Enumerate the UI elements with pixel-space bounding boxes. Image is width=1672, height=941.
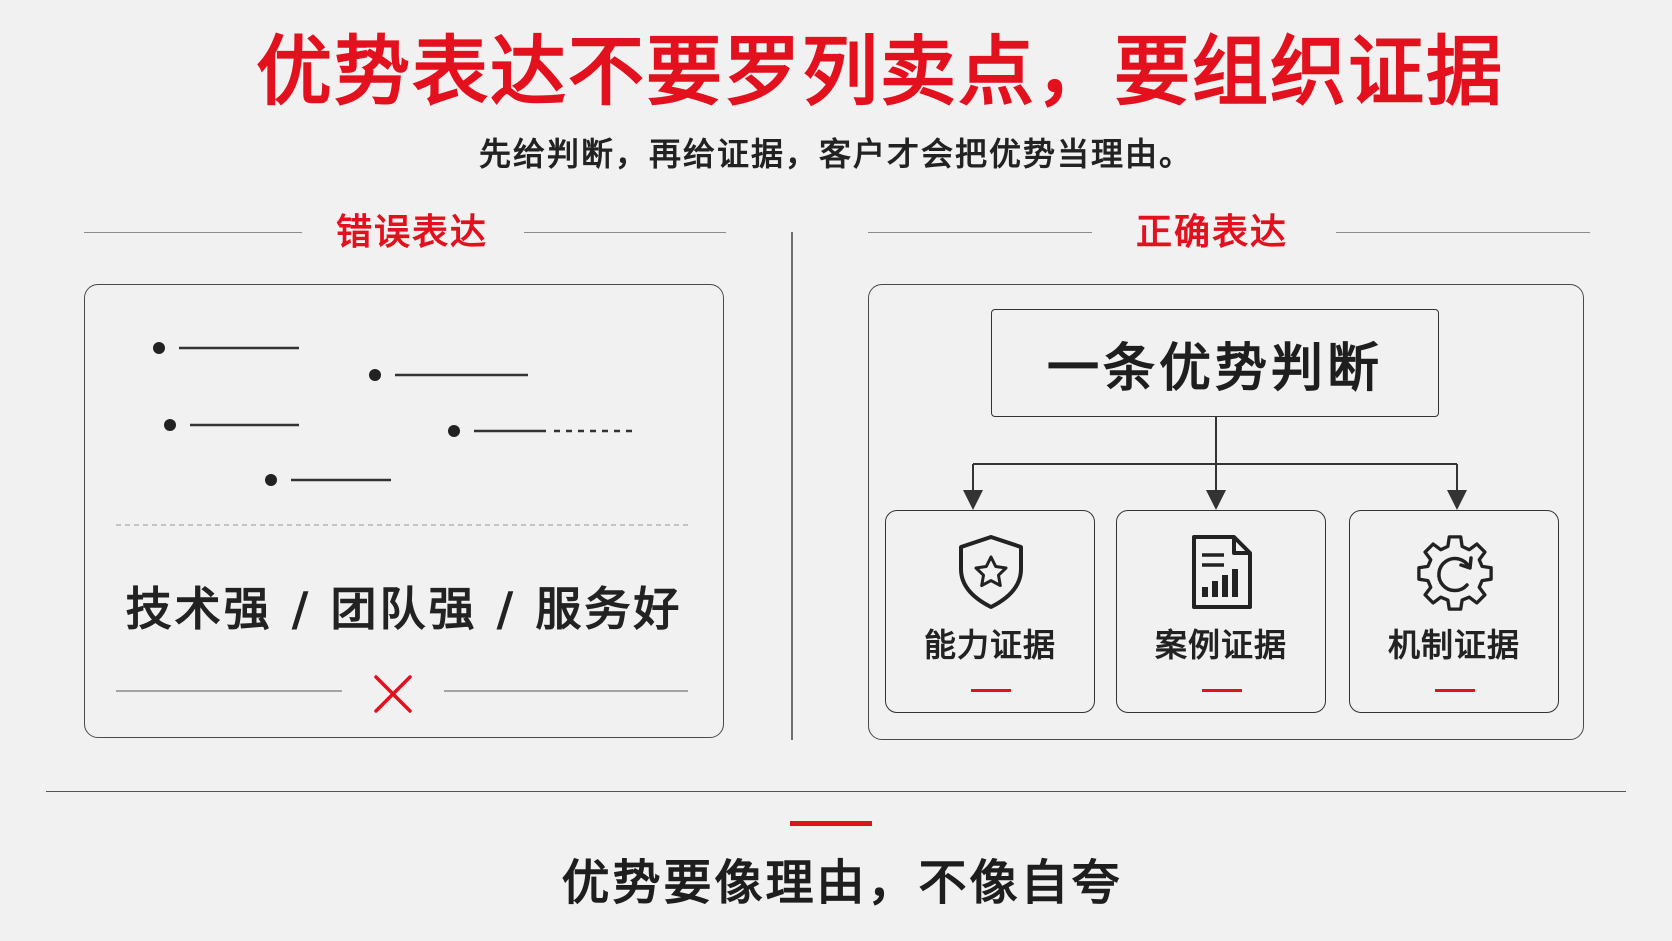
evidence-label-mechanism: 机制证据 [1387, 626, 1520, 664]
page-title: 优势表达不要罗列卖点，要组织证据 [256, 27, 1504, 116]
evidence-label-capability: 能力证据 [923, 626, 1056, 664]
footer-accent-bar [790, 821, 872, 826]
bullet-point-4 [448, 425, 632, 437]
bullet-point-1 [153, 342, 299, 354]
page-subtitle: 先给判断，再给证据，客户才会把优势当理由。 [478, 135, 1193, 173]
scattered-points-graphic [116, 342, 690, 713]
bullet-point-5 [265, 474, 391, 486]
report-chart-icon [1192, 535, 1252, 609]
shield-star-icon [959, 535, 1023, 609]
evidence-card-case: 案例证据 [1116, 510, 1326, 713]
bullet-point-3 [164, 419, 299, 431]
evidence-accent-capability [971, 689, 1011, 692]
footer-rule [46, 791, 1626, 792]
wrong-section-label: 错误表达 [335, 212, 488, 253]
right-section-label: 正确表达 [1135, 212, 1288, 253]
tree-connectors [963, 417, 1467, 510]
right-label-rule-right [1336, 232, 1590, 233]
center-divider [791, 232, 793, 740]
right-panel [868, 284, 1584, 740]
evidence-accent-case [1202, 689, 1242, 692]
conclusion-text: 优势要像理由，不像自夸 [561, 855, 1123, 911]
cross-icon [374, 675, 412, 713]
wrong-slogan: 技术强 / 团队强 / 服务好 [125, 582, 683, 636]
evidence-card-capability: 能力证据 [885, 510, 1095, 713]
wrong-panel [84, 284, 724, 738]
evidence-label-case: 案例证据 [1154, 626, 1287, 664]
evidence-accent-mechanism [1435, 689, 1475, 692]
right-label-rule-left [868, 232, 1092, 233]
bullet-point-2 [369, 369, 528, 381]
wrong-label-rule-left [84, 232, 302, 233]
judgement-box: 一条优势判断 [991, 309, 1439, 417]
evidence-card-mechanism: 机制证据 [1349, 510, 1559, 713]
judgement-text: 一条优势判断 [1046, 338, 1383, 399]
wrong-label-rule-right [524, 232, 726, 233]
gear-cycle-icon [1417, 535, 1493, 611]
